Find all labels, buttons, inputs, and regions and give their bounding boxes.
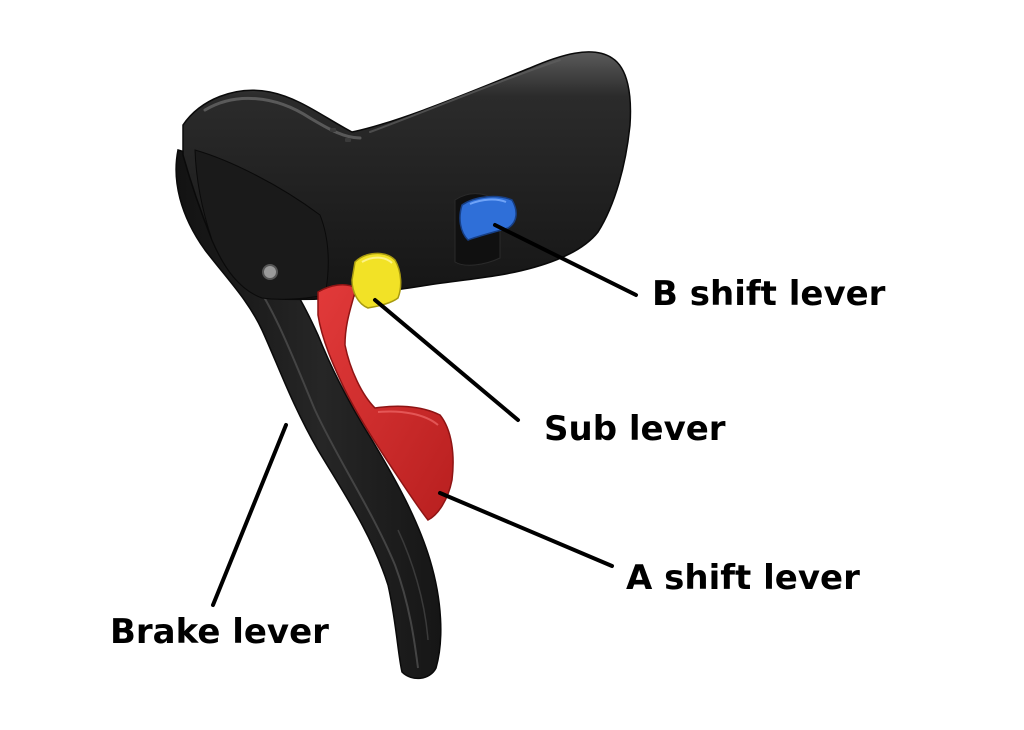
pivot-bolt	[262, 264, 278, 280]
brake-lever-channel	[397, 529, 429, 641]
leader-line-a-shift-lever	[438, 491, 614, 568]
leader-lines	[211, 223, 638, 607]
sub-lever-part	[351, 252, 402, 309]
sub-lever-body	[351, 252, 402, 309]
hood-top-highlight	[203, 96, 362, 140]
leader-line-sub-lever	[373, 298, 520, 422]
label-b-shift-lever: B shift lever	[652, 274, 886, 314]
callout-labels: B shift lever Sub lever A shift lever Br…	[110, 274, 886, 652]
a-shift-lever-paddle	[317, 284, 454, 521]
a-shift-lever-part	[317, 284, 454, 521]
hood-seam-1	[330, 128, 336, 132]
sub-lever-highlight	[361, 256, 393, 264]
leader-line-brake-lever	[211, 423, 288, 607]
a-shift-lever-face-highlight	[377, 410, 439, 426]
hood-seam-2	[345, 138, 351, 142]
label-brake-lever: Brake lever	[110, 612, 329, 652]
leader-line-b-shift-lever	[493, 223, 638, 297]
hood-side-panel	[194, 149, 329, 300]
label-sub-lever: Sub lever	[544, 409, 726, 449]
hood-ridge-highlight	[369, 59, 561, 133]
lever-hood-body	[182, 51, 632, 301]
label-a-shift-lever: A shift lever	[626, 558, 860, 598]
b-shift-lever-highlight	[469, 198, 507, 205]
